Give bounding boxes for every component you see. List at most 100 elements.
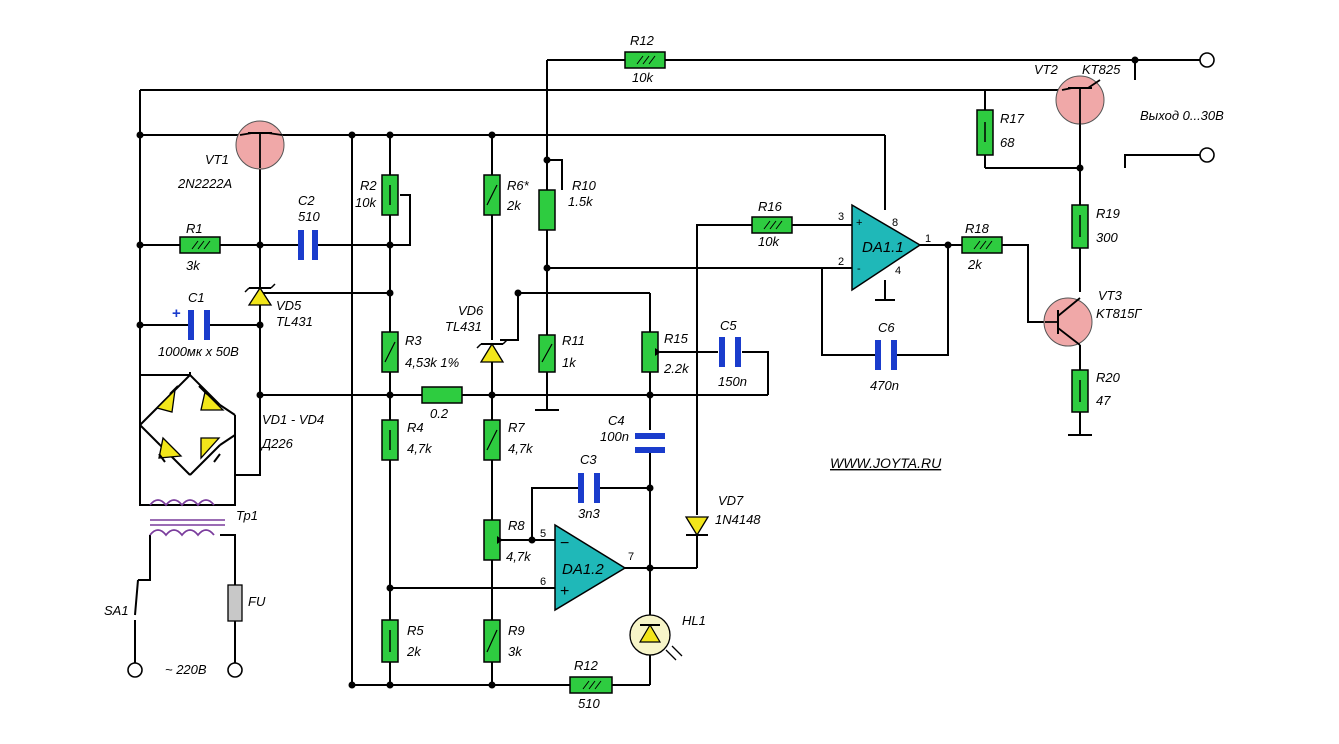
fuse-fu: [227, 584, 243, 622]
label-r9: R9: [508, 623, 525, 638]
transistor-vt2: [1055, 75, 1105, 125]
label-vd1-4: VD1 - VD4: [262, 412, 324, 427]
label-r7-val: 4,7k: [508, 441, 534, 456]
resistor-r19: [1071, 204, 1089, 249]
mains-terminal-left: [127, 662, 143, 678]
da11-minus: -: [857, 263, 861, 275]
transformer-tr1: [149, 499, 225, 537]
label-r2-val: 10k: [355, 195, 377, 210]
resistor-r7: [483, 419, 501, 461]
label-output: Выход 0...30В: [1140, 108, 1224, 123]
label-vt3-type: KT815Г: [1096, 306, 1142, 321]
da11-pin2: 2: [838, 256, 844, 268]
label-shunt-val: 0.2: [430, 406, 449, 421]
opamps: + - DA1.1 3 8 1 2 4 − + DA1.2 5 6 7: [540, 203, 931, 612]
label-c3: C3: [580, 452, 597, 467]
label-r8-val: 4,7k: [506, 549, 532, 564]
da12-pin7: 7: [628, 551, 634, 563]
label-vd6-type: TL431: [445, 319, 482, 334]
label-vt1-type: 2N2222A: [177, 176, 232, 191]
label-r4-val: 4,7k: [407, 441, 433, 456]
label-r5: R5: [407, 623, 424, 638]
capacitor-c3: [578, 473, 600, 503]
capacitor-c1: [188, 310, 210, 340]
transistor-vt3: [1043, 297, 1093, 347]
label-r1: R1: [186, 221, 203, 236]
da12-plus: +: [560, 583, 569, 600]
label-r12-top-val: 10k: [632, 70, 654, 85]
resistor-r15: [641, 331, 661, 373]
label-r3: R3: [405, 333, 422, 348]
da12-pin6: 6: [540, 576, 546, 588]
label-r12-bottom-val: 510: [578, 696, 600, 711]
label-r1-val: 3k: [186, 258, 201, 273]
label-r16-val: 10k: [758, 234, 780, 249]
label-vd7: VD7: [718, 493, 744, 508]
label-r9-val: 3k: [508, 644, 523, 659]
resistor-r3: [381, 331, 399, 373]
mains-terminal-right: [227, 662, 243, 678]
label-r16: R16: [758, 199, 783, 214]
label-r10: R10: [572, 178, 597, 193]
label-r19-val: 300: [1096, 230, 1118, 245]
label-r11-val: 1k: [562, 355, 577, 370]
label-vt2-type: KT825: [1082, 62, 1121, 77]
label-vt1: VT1: [205, 152, 229, 167]
resistor-r20: [1071, 369, 1089, 413]
transistor-vt1: [235, 120, 285, 170]
opamp-da1-1: + - DA1.1 3 8 1 2 4: [838, 203, 931, 292]
da11-pin1: 1: [925, 233, 931, 245]
label-r12-bottom: R12: [574, 658, 599, 673]
da11-plus: +: [856, 217, 862, 229]
c1-plus-sign: +: [172, 305, 181, 322]
label-r6: R6*: [507, 178, 530, 193]
site-url: WWW.JOYTA.RU: [830, 455, 942, 471]
capacitor-c2: [298, 230, 318, 260]
opamp-da1-2: − + DA1.2 5 6 7: [540, 523, 634, 612]
label-fu: FU: [248, 594, 266, 609]
label-vd7-type: 1N4148: [715, 512, 761, 527]
da12-minus: −: [560, 535, 569, 552]
label-r2: R2: [360, 178, 377, 193]
label-r15-val: 2.2k: [663, 361, 690, 376]
resistor-r5: [381, 619, 399, 663]
output-plus-terminal: [1199, 52, 1215, 68]
resistor-r11: [538, 334, 556, 373]
da11-pin3: 3: [838, 211, 844, 223]
led-hl1: [629, 614, 683, 661]
zener-vd6: [476, 339, 508, 363]
label-c3-val: 3n3: [578, 506, 600, 521]
output-minus-terminal: [1199, 147, 1215, 163]
junction-dots: [136, 56, 1139, 689]
label-r18-val: 2k: [967, 257, 983, 272]
resistor-shunt: [421, 386, 463, 404]
resistor-r10: [538, 189, 556, 231]
label-c6-val: 470n: [870, 378, 899, 393]
da12-pin5: 5: [540, 528, 546, 540]
label-c2-val: 510: [298, 209, 320, 224]
label-r7: R7: [508, 420, 525, 435]
label-c4: C4: [608, 413, 625, 428]
resistor-r18: [961, 236, 1003, 254]
label-r18: R18: [965, 221, 990, 236]
transistors: [235, 75, 1105, 347]
label-r10-val: 1.5k: [568, 194, 594, 209]
resistor-r9: [483, 619, 501, 663]
label-c1: C1: [188, 290, 205, 305]
label-r17-val: 68: [1000, 135, 1015, 150]
label-mains: ~ 220В: [165, 662, 207, 677]
label-r17: R17: [1000, 111, 1025, 126]
resistor-r4: [381, 419, 399, 461]
diode-vd7: [684, 516, 710, 537]
label-r3-val: 4,53k 1%: [405, 355, 459, 370]
resistor-r12-top: [624, 51, 666, 69]
resistor-r1: [179, 236, 221, 254]
label-sa1: SA1: [104, 603, 129, 618]
resistor-r8: [483, 519, 503, 561]
resistor-r16: [751, 216, 793, 234]
label-r11: R11: [562, 333, 585, 348]
zener-vd5: [244, 283, 276, 306]
label-c5: C5: [720, 318, 737, 333]
capacitor-c6: [875, 340, 897, 370]
label-vt2: VT2: [1034, 62, 1059, 77]
